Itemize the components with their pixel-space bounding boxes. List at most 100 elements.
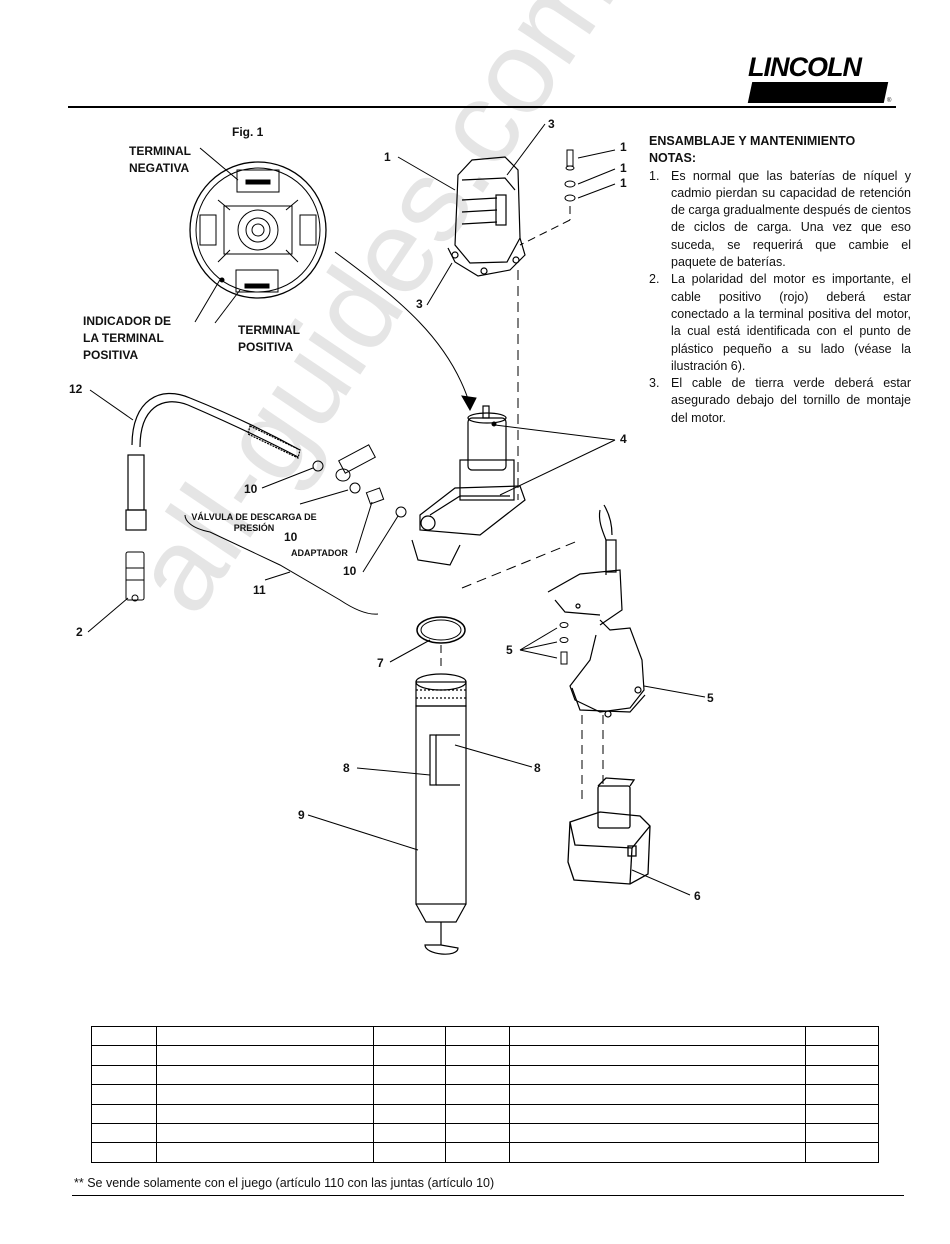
coupler (125, 551, 145, 602)
table-cell (444, 1122, 511, 1144)
terminal-end-view (189, 161, 327, 299)
indicador-label: INDICADOR DE LA TERMINAL POSITIVA (83, 314, 172, 362)
notes-subheading: NOTAS: (649, 151, 696, 166)
table-cell (372, 1142, 446, 1163)
handle (547, 504, 646, 718)
handle-screws (559, 622, 569, 665)
table-cell (91, 1045, 157, 1066)
table-cell (155, 1142, 374, 1163)
callout-11: 11 (253, 583, 266, 597)
table-row (91, 1045, 879, 1066)
callout-7: 7 (377, 656, 384, 670)
table-cell (372, 1084, 446, 1105)
table-cell (805, 1045, 879, 1066)
callout-10-b: 10 (284, 530, 298, 544)
note-number: 1. (649, 168, 660, 183)
table-row (91, 1103, 879, 1124)
table-cell (155, 1103, 374, 1124)
table-cell (805, 1142, 879, 1163)
parts-table (91, 1025, 879, 1163)
callout-3-bottom: 3 (416, 297, 423, 311)
hose (125, 393, 301, 531)
table-cell (155, 1025, 374, 1047)
note-item: 3. El cable de tierra verde deberá estar … (649, 375, 911, 427)
callout-8-b: 8 (534, 761, 541, 775)
callout-1-a: 1 (620, 140, 627, 154)
table-cell (444, 1084, 511, 1105)
table-cell (91, 1142, 157, 1163)
table-cell (372, 1122, 446, 1144)
callout-12: 12 (69, 382, 83, 396)
note-text: La polaridad del motor es importante, el… (671, 272, 911, 373)
lincoln-logo: LINCOLN ® (747, 52, 894, 104)
note-text: El cable de tierra verde deberá estar as… (671, 376, 911, 425)
callout-3-top: 3 (548, 117, 555, 131)
assembly-notes: ENSAMBLAJE Y MANTENIMIENTO NOTAS: 1.Es n… (649, 133, 911, 427)
note-number: 2. (649, 272, 660, 287)
motor-cover (447, 156, 526, 277)
table-cell (155, 1045, 374, 1066)
table-cell (805, 1084, 879, 1105)
callout-6: 6 (694, 889, 701, 903)
note-item: 2. La polaridad del motor es importante, … (649, 271, 911, 375)
table-row (91, 1064, 879, 1086)
table-cell (444, 1045, 511, 1066)
table-cell (155, 1064, 374, 1086)
callout-10-a: 10 (244, 482, 258, 496)
table-cell (91, 1103, 157, 1124)
terminal-positiva-label: TERMINAL POSITIVA (238, 323, 300, 354)
table-row (91, 1084, 879, 1105)
callout-9: 9 (298, 808, 305, 822)
table-cell (372, 1045, 446, 1066)
table-cell (91, 1025, 157, 1047)
footnote: ** Se vende solamente con el juego (artí… (74, 1176, 495, 1190)
table-cell (805, 1064, 879, 1086)
table-cell (372, 1064, 446, 1086)
fig-label: Fig. 1 (232, 125, 264, 139)
note-item: 1. Es normal que las baterías de níquel y… (649, 168, 911, 272)
table-cell (509, 1064, 807, 1086)
callout-5-b: 5 (707, 691, 714, 705)
table-row (91, 1142, 879, 1163)
table-cell (91, 1084, 157, 1105)
callout-1-d: 1 (620, 176, 627, 190)
table-row (91, 1122, 879, 1144)
callout-1-c: 1 (620, 161, 627, 175)
callout-1-b: 1 (384, 150, 391, 164)
table-cell (805, 1103, 879, 1124)
header-rule (68, 106, 896, 108)
callout-5-a: 5 (506, 643, 513, 657)
table-cell (805, 1122, 879, 1144)
table-cell (509, 1084, 807, 1105)
note-text: Es normal que las baterías de níquel y c… (671, 168, 911, 270)
table-cell (155, 1084, 374, 1105)
notes-list: 1. Es normal que las baterías de níquel y… (649, 168, 911, 427)
table-cell (444, 1025, 511, 1047)
table-row (91, 1025, 879, 1047)
battery-pack (567, 777, 651, 885)
table-cell (509, 1045, 807, 1066)
table-cell (444, 1064, 511, 1086)
table-cell (91, 1122, 157, 1144)
table-cell (805, 1025, 879, 1047)
logo-registered-mark: ® (887, 98, 892, 104)
table-cell (372, 1103, 446, 1124)
terminal-negativa-label: TERMINAL NEGATIVA (129, 144, 191, 175)
grease-tube (415, 673, 467, 955)
table-cell (509, 1103, 807, 1124)
screws-washers (564, 149, 576, 202)
motor-base (411, 405, 526, 566)
table-cell (444, 1142, 511, 1163)
table-cell (509, 1122, 807, 1144)
note-number: 3. (649, 376, 660, 391)
footer-rule (72, 1195, 904, 1196)
callout-10-c: 10 (343, 564, 357, 578)
table-cell (444, 1103, 511, 1124)
adaptador-label: ADAPTADOR (291, 548, 348, 558)
table-cell (509, 1025, 807, 1047)
callout-8-a: 8 (343, 761, 350, 775)
table-cell (372, 1025, 446, 1047)
callout-2: 2 (76, 625, 83, 639)
valve-parts (312, 444, 407, 518)
table-cell (509, 1142, 807, 1163)
